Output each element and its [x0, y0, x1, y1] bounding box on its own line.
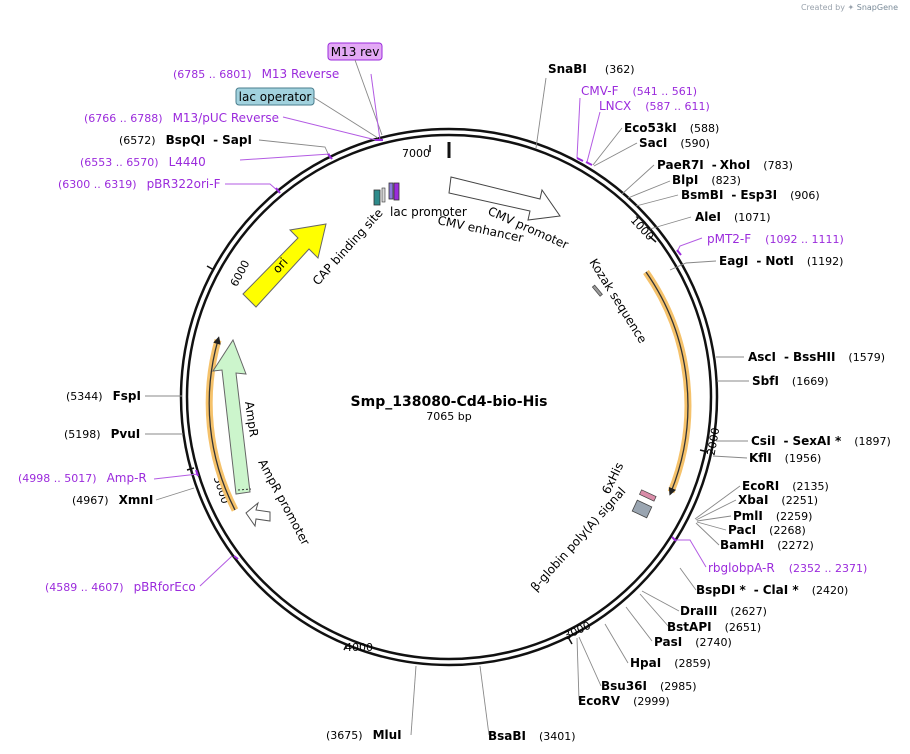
ampr-arrow — [212, 338, 251, 495]
enzyme-bsabi: BsaBI(3401) — [488, 729, 576, 743]
enzyme-paer7i-xhoi: PaeR7I-XhoI(783) — [657, 158, 793, 172]
polya-box — [631, 499, 653, 519]
lac-operator-box — [388, 182, 394, 200]
watermark-brand: SnapGene — [856, 3, 898, 12]
enzyme-blpi: BlpI(823) — [672, 173, 741, 187]
enzyme-bsu36i: Bsu36I(2985) — [601, 679, 697, 693]
primer-sites — [195, 139, 682, 560]
his-tag-box — [639, 489, 657, 502]
lac-promoter-box — [373, 189, 381, 206]
leader-lines — [145, 59, 749, 736]
plasmid-name: Smp_138080-Cd4-bio-His — [351, 394, 548, 410]
enzyme-eagi-noti: EagI-NotI(1192) — [719, 254, 843, 268]
enzyme-ecori: EcoRI(2135) — [742, 479, 829, 493]
enzyme-asci-bsshii: AscI-BssHII(1579) — [748, 350, 885, 364]
m13-rev-box — [393, 182, 400, 201]
enzyme-mlui: (3675)MluI — [326, 728, 402, 742]
cmv-promoter-arrow — [448, 176, 561, 221]
enzyme-csii-sexai: CsiI-SexAI *(1897) — [751, 434, 891, 448]
tick-label-4000: 4000 — [345, 641, 373, 654]
enzyme-bspqi-sapi: (6572)BspQI-SapI — [119, 133, 252, 147]
primer-m13-reverse: (6785 .. 6801)M13 Reverse — [173, 67, 339, 81]
tick-marks — [186, 145, 709, 651]
enzyme-xbai: XbaI(2251) — [738, 493, 818, 507]
orf-arrow-right — [645, 271, 689, 496]
enzyme-eco53ki: Eco53kI(588) — [624, 121, 719, 135]
enzyme-pmli: PmlI(2259) — [733, 509, 812, 523]
primer-cmv-f: CMV-F(541 .. 561) — [581, 84, 697, 98]
primer-rbglobpa-r: rbglobpA-R(2352 .. 2371) — [708, 561, 867, 575]
enzyme-pasi: PasI(2740) — [654, 635, 732, 649]
enzyme-bstapi: BstAPI(2651) — [667, 620, 761, 634]
primer-m13-puc-reverse: (6766 .. 6788)M13/pUC Reverse — [84, 111, 279, 125]
enzyme-hpai: HpaI(2859) — [630, 656, 711, 670]
watermark-prefix: Created by — [800, 3, 845, 12]
feature-label-kozak: Kozak sequence — [586, 256, 649, 346]
enzyme-bspdi-clai: BspDI *-ClaI *(2420) — [696, 583, 848, 597]
ori-arrow — [242, 223, 327, 308]
enzyme-labels-left: (3675)MluI (4967)XmnI (5198)PvuI (5344)F… — [64, 133, 402, 742]
enzyme-snabi: SnaBI(362) — [548, 62, 635, 76]
snapgene-watermark: Created by ✦ SnapGene — [801, 3, 898, 12]
enzyme-ecorv: EcoRV(2999) — [578, 694, 670, 708]
orf-arrow-left — [208, 336, 236, 511]
feature-label-lac-promoter: lac promoter — [390, 205, 467, 219]
kozak-box — [591, 284, 603, 297]
enzyme-sbfi: SbfI(1669) — [752, 374, 829, 388]
primer-pbrforeco: (4589 .. 4607)pBRforEco — [45, 580, 196, 594]
tick-label-2000: 2000 — [705, 427, 723, 457]
enzyme-draiii: DraIII(2627) — [680, 604, 767, 618]
feature-label-cap-site: CAP binding site — [310, 206, 386, 288]
enzyme-xmni: (4967)XmnI — [72, 493, 153, 507]
primer-l4440: (6553 .. 6570)L4440 — [80, 155, 206, 169]
backbone-outer — [179, 127, 719, 667]
ampr-promoter-arrow — [245, 501, 271, 528]
feature-label-ampr-promoter: AmpR promoter — [255, 457, 312, 548]
primer-amp-r: (4998 .. 5017)Amp-R — [18, 471, 147, 485]
snapgene-logo-icon: ✦ — [847, 3, 855, 12]
enzyme-labels-right: SnaBI(362) Eco53kI(588) SacI(590) PaeR7I… — [488, 62, 891, 743]
primer-labels: CMV-F(541 .. 561) LNCX(587 .. 611) pMT2-… — [18, 67, 867, 594]
enzyme-saci: SacI(590) — [639, 136, 710, 150]
m13-rev-badge-label: M13 rev — [331, 45, 380, 59]
feature-label-polya: β-globin poly(A) signal — [528, 484, 629, 594]
tick-label-6000: 6000 — [228, 258, 253, 289]
primer-lncx: LNCX(587 .. 611) — [599, 99, 710, 113]
enzyme-paci: PacI(2268) — [728, 523, 806, 537]
plasmid-length: 7065 bp — [426, 410, 471, 423]
lac-operator-badge — [235, 87, 315, 106]
cap-site-box — [381, 187, 386, 203]
enzyme-kfli: KflI(1956) — [749, 451, 821, 465]
primer-pmt2-f: pMT2-F(1092 .. 1111) — [707, 232, 844, 246]
enzyme-bamhi: BamHI(2272) — [720, 538, 814, 552]
lac-operator-badge-label: lac operator — [239, 90, 312, 104]
enzyme-fspi: (5344)FspI — [66, 389, 141, 403]
tick-label-7000: 7000 — [402, 147, 430, 160]
enzyme-alei: AleI(1071) — [695, 210, 771, 224]
feature-label-ampr: AmpR — [242, 400, 261, 437]
enzyme-pvui: (5198)PvuI — [64, 427, 140, 441]
enzyme-bsmbi-esp3i: BsmBI-Esp3I(906) — [681, 188, 820, 202]
primer-pbr322ori-f: (6300 .. 6319)pBR322ori-F — [58, 177, 221, 191]
backbone-inner — [185, 133, 713, 661]
